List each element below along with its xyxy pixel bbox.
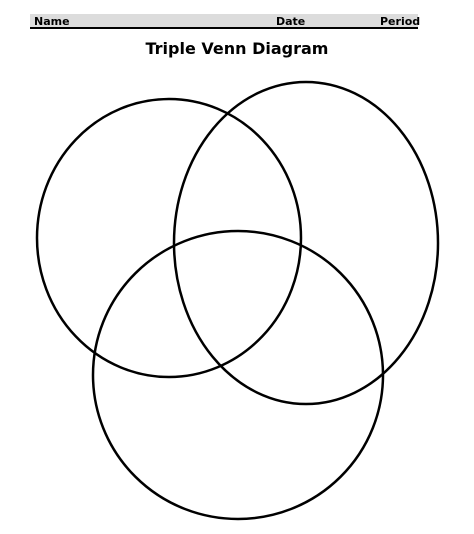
name-label: Name [34, 15, 70, 28]
venn-circle-left [35, 97, 303, 379]
page-title: Triple Venn Diagram [145, 39, 329, 58]
venn-circle-bottom [91, 229, 385, 521]
date-label: Date [276, 15, 306, 28]
period-label: Period [380, 15, 421, 28]
venn-circle-right [172, 80, 440, 406]
header-bar: Name Date Period [30, 14, 421, 29]
